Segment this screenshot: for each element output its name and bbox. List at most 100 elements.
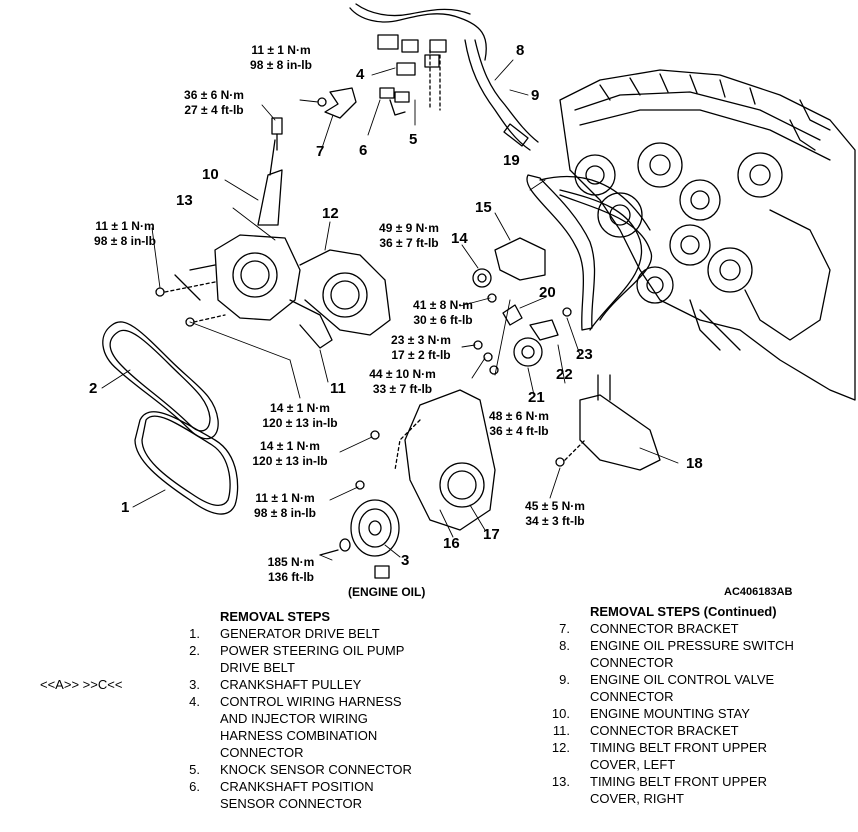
step-number: 8. <box>559 638 570 653</box>
callout-13: 13 <box>176 192 193 209</box>
step-number: 3. <box>189 677 200 692</box>
timing-belt-19-illustration <box>526 174 653 331</box>
step-row: SENSOR CONNECTOR <box>40 795 412 812</box>
step-text: COVER, RIGHT <box>590 791 684 806</box>
step-row: <<A>> >>C<<3.CRANKSHAFT PULLEY <box>40 676 412 693</box>
callout-15: 15 <box>475 199 492 216</box>
figure-id: AC406183AB <box>724 586 793 598</box>
step-text: CONNECTOR BRACKET <box>590 621 739 636</box>
step-number: 11. <box>552 723 570 738</box>
step-text: CONNECTOR <box>590 655 674 670</box>
step-number <box>170 710 200 727</box>
step-number: 13. <box>551 774 570 789</box>
tensioner-assembly-illustration <box>472 237 572 375</box>
step-number: 7. <box>559 621 570 636</box>
callout-10: 10 <box>202 166 219 183</box>
step-row: COVER, LEFT <box>540 756 794 773</box>
step-row: 12. TIMING BELT FRONT UPPER <box>540 739 794 756</box>
step-number: 1. <box>189 626 200 641</box>
step-procedure-ref <box>40 761 170 778</box>
callout-20: 20 <box>539 284 556 301</box>
callout-9: 9 <box>531 87 540 104</box>
step-text: DRIVE BELT <box>220 660 295 675</box>
step-row: 10.ENGINE MOUNTING STAY <box>540 705 794 722</box>
step-row: CONNECTOR <box>540 654 794 671</box>
step-number <box>540 756 570 773</box>
connector-bracket-7-illustration <box>317 87 357 119</box>
callout-22: 22 <box>556 366 573 383</box>
step-number <box>540 688 570 705</box>
step-procedure-ref <box>40 710 170 727</box>
step-number <box>540 654 570 671</box>
callout-5: 5 <box>409 131 418 148</box>
step-number: 12. <box>551 740 570 755</box>
callout-2: 2 <box>89 380 98 397</box>
removal-steps-title: REMOVAL STEPS <box>220 609 331 624</box>
step-row: 13. TIMING BELT FRONT UPPER <box>540 773 794 790</box>
removal-steps-continued-title: REMOVAL STEPS (Continued) <box>590 604 777 619</box>
step-text: COVER, LEFT <box>590 757 676 772</box>
callout-14: 14 <box>451 230 468 247</box>
callout-21: 21 <box>528 389 545 406</box>
step-procedure-ref <box>40 693 170 710</box>
callout-17: 17 <box>483 526 500 543</box>
callout-16: 16 <box>443 535 460 552</box>
step-row: 2. POWER STEERING OIL PUMP <box>40 642 412 659</box>
step-number <box>170 727 200 744</box>
step-row: 8. ENGINE OIL PRESSURE SWITCH <box>540 637 794 654</box>
engine-oil-label: (ENGINE OIL) <box>348 585 426 599</box>
step-number: 5. <box>189 762 200 777</box>
engine-mounting-stay-10-illustration <box>257 117 283 226</box>
callout-8: 8 <box>516 42 525 59</box>
step-row: 9.ENGINE OIL CONTROL VALVE <box>540 671 794 688</box>
step-text: CONNECTOR <box>590 689 674 704</box>
callout-12: 12 <box>322 205 339 222</box>
crankshaft-pulley-illustration <box>319 499 400 579</box>
step-text: TIMING BELT FRONT UPPER <box>590 774 767 789</box>
callout-3: 3 <box>401 552 410 569</box>
step-procedure-ref <box>40 659 170 676</box>
step-procedure-ref <box>40 727 170 744</box>
step-number: 2. <box>189 643 200 658</box>
step-text: CONNECTOR <box>220 745 304 760</box>
step-text: CONNECTOR BRACKET <box>590 723 739 738</box>
step-row: 5.KNOCK SENSOR CONNECTOR <box>40 761 412 778</box>
wiring-harness-illustration <box>349 3 539 151</box>
leader-lines <box>101 59 679 561</box>
step-row: 1.GENERATOR DRIVE BELT <box>40 625 412 642</box>
step-row: DRIVE BELT <box>40 659 412 676</box>
step-number <box>170 795 200 812</box>
step-procedure-ref <box>40 642 170 659</box>
drive-belts-illustration <box>102 321 239 515</box>
step-text: ENGINE OIL PRESSURE SWITCH <box>590 638 794 653</box>
step-number: 10. <box>551 706 570 721</box>
step-text: ENGINE OIL CONTROL VALVE <box>590 672 775 687</box>
callout-6: 6 <box>359 142 368 159</box>
step-row: 11. CONNECTOR BRACKET <box>540 722 794 739</box>
step-text: CRANKSHAFT POSITION <box>220 779 374 794</box>
step-row: CONNECTOR <box>540 688 794 705</box>
step-text: POWER STEERING OIL PUMP <box>220 643 405 658</box>
step-number <box>170 659 200 676</box>
callout-4: 4 <box>356 66 365 83</box>
step-number <box>540 790 570 807</box>
step-row: AND INJECTOR WIRING <box>40 710 412 727</box>
step-text: CONTROL WIRING HARNESS <box>220 694 402 709</box>
step-number: 4. <box>189 694 200 709</box>
callout-18: 18 <box>686 455 703 472</box>
step-procedure-ref <box>40 778 170 795</box>
step-text: TIMING BELT FRONT UPPER <box>590 740 767 755</box>
step-text: AND INJECTOR WIRING <box>220 711 368 726</box>
